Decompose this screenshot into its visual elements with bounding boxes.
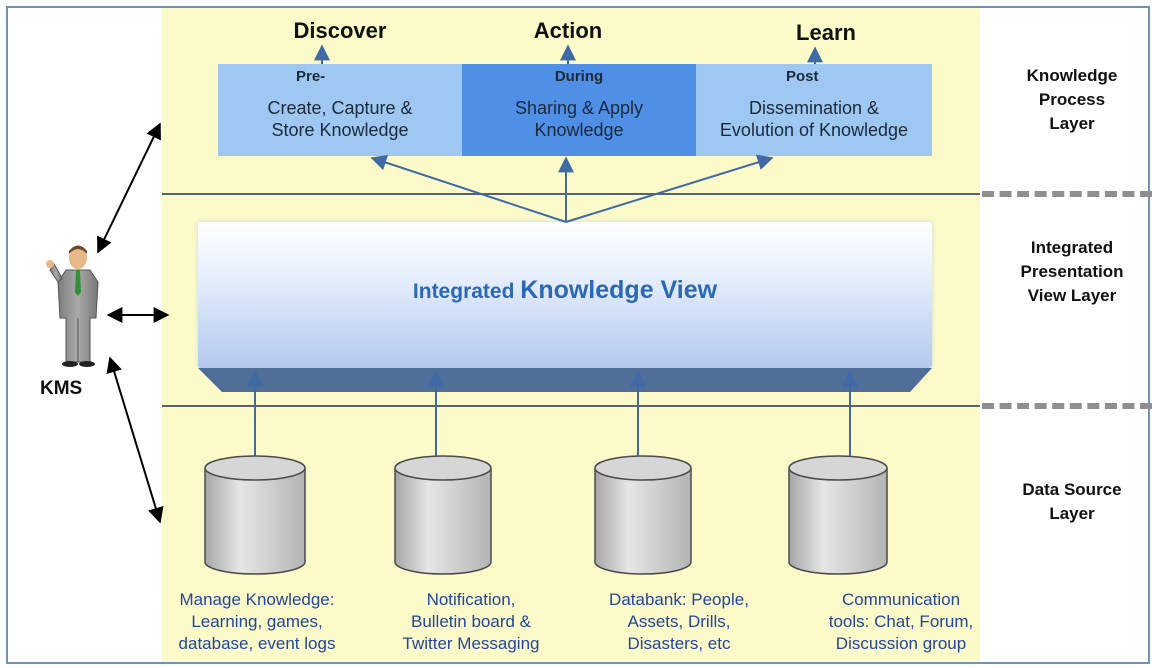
stage-action: Action	[533, 18, 603, 43]
source-label-notification: Notification, Bulletin board & Twitter M…	[366, 589, 576, 655]
database-cylinder-communication	[788, 455, 888, 575]
layer-label-line: Presentation	[1020, 262, 1124, 281]
process-layer-separator	[162, 193, 980, 195]
process-layer-dashed-divider	[982, 191, 1152, 197]
database-cylinder-notification	[394, 455, 492, 575]
source-label-line: Bulletin board &	[410, 612, 532, 631]
phase-line: Knowledge	[534, 120, 624, 140]
database-cylinder-manage-knowledge	[204, 455, 306, 575]
source-label-line: database, event logs	[178, 634, 336, 653]
phase-box-post: Post Dissemination & Evolution of Knowle…	[696, 64, 932, 156]
data-layer-separator	[162, 405, 980, 407]
source-label-line: Manage Knowledge:	[179, 590, 335, 609]
integrated-knowledge-view-label: Integrated Knowledge View	[198, 276, 932, 305]
phase-description-pre: Create, Capture & Store Knowledge	[218, 97, 462, 141]
stage-learn: Learn	[796, 20, 856, 45]
source-label-line: Communication	[841, 590, 961, 609]
person-icon	[46, 245, 99, 367]
phase-line: Create, Capture &	[267, 98, 413, 118]
database-cylinder-databank	[594, 455, 692, 575]
phase-header-post: Post	[786, 68, 819, 85]
source-label-line: Twitter Messaging	[402, 634, 540, 653]
phase-line: Evolution of Knowledge	[719, 120, 909, 140]
layer-label-line: Integrated	[1030, 238, 1114, 257]
source-label-line: Notification,	[426, 590, 516, 609]
phase-line: Store Knowledge	[271, 120, 409, 140]
source-to-view-arrows	[247, 370, 858, 456]
source-label-line: Databank: People,	[609, 590, 749, 609]
view-label-prefix: Integrated	[412, 280, 521, 303]
source-label-communication: Communication tools: Chat, Forum, Discus…	[796, 589, 1006, 655]
kms-bidirectional-arrows	[97, 122, 170, 524]
source-label-line: Disasters, etc	[627, 634, 731, 653]
layer-label-line: Layer	[1049, 114, 1095, 133]
phase-to-stage-arrows	[314, 44, 823, 64]
layer-label-line: View Layer	[1027, 286, 1117, 305]
stage-discover: Discover	[293, 18, 387, 43]
view-box-base	[198, 368, 932, 392]
view-label-main: Knowledge View	[520, 276, 718, 304]
source-label-line: tools: Chat, Forum,	[828, 612, 974, 631]
integrated-knowledge-view-box	[198, 222, 932, 368]
view-to-phase-arrows	[370, 154, 774, 223]
layer-label-data-source: Data Source Layer	[992, 478, 1152, 526]
phase-line: Sharing & Apply	[514, 98, 644, 118]
phase-header-during: During	[554, 68, 604, 85]
source-label-databank: Databank: People, Assets, Drills, Disast…	[574, 589, 784, 655]
diagram-frame	[6, 6, 1150, 664]
phase-box-during: During Sharing & Apply Knowledge	[462, 64, 696, 156]
source-label-line: Learning, games,	[191, 612, 323, 631]
phase-line: Dissemination &	[748, 98, 880, 118]
source-label-line: Discussion group	[835, 634, 967, 653]
phase-description-post: Dissemination & Evolution of Knowledge	[696, 97, 932, 141]
source-label-manage-knowledge: Manage Knowledge: Learning, games, datab…	[152, 589, 362, 655]
layer-label-line: Process	[1038, 90, 1106, 109]
layer-label-presentation-view: Integrated Presentation View Layer	[992, 236, 1152, 308]
layer-label-line: Layer	[1049, 504, 1095, 523]
phase-box-pre: Pre- Create, Capture & Store Knowledge	[218, 64, 462, 156]
kms-label: KMS	[40, 378, 83, 399]
layer-label-knowledge-process: Knowledge Process Layer	[992, 64, 1152, 136]
phase-header-pre: Pre-	[296, 68, 326, 85]
data-layer-dashed-divider	[982, 403, 1152, 409]
source-label-line: Assets, Drills,	[627, 612, 731, 631]
layer-label-line: Knowledge	[1026, 66, 1118, 85]
layer-label-line: Data Source	[1022, 480, 1122, 499]
phase-description-during: Sharing & Apply Knowledge	[462, 97, 696, 141]
